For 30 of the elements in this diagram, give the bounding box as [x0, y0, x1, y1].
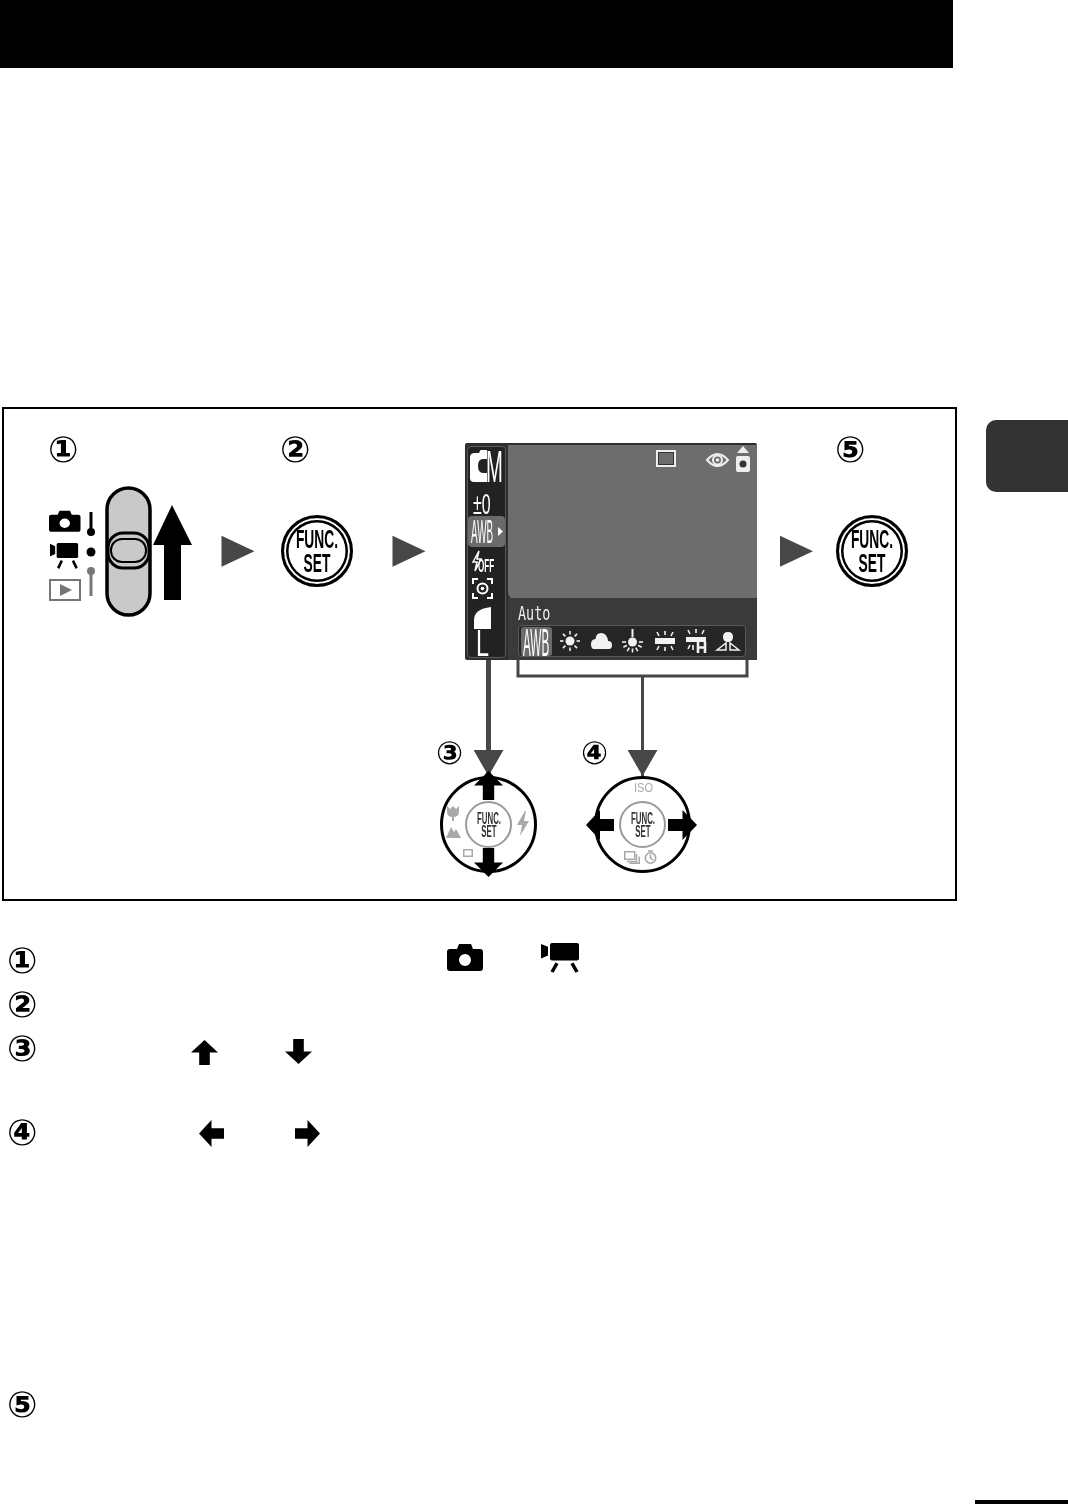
menu-column	[467, 446, 506, 658]
step-number: ①	[7, 943, 38, 979]
step-number: ④	[581, 737, 609, 769]
step-number: ②	[7, 987, 38, 1023]
bracket-arrow	[516, 658, 749, 778]
image-size-label: L	[476, 630, 489, 659]
flash-off-label: OFF	[478, 559, 495, 574]
dial-label: ISO	[634, 781, 654, 794]
awb-label: AWB	[471, 518, 494, 546]
setting-name: Auto	[518, 603, 551, 623]
section-tab	[986, 420, 1068, 492]
step-number: ⑤	[7, 1387, 38, 1423]
step-number: ⑤	[835, 432, 866, 468]
arrow	[780, 535, 813, 567]
func-set-button: FUNC. SET	[619, 801, 666, 848]
step-number: ②	[280, 432, 311, 468]
step-number: ③	[7, 1031, 38, 1067]
arrow	[392, 535, 426, 567]
setting-bar	[508, 598, 757, 660]
awb-label: AWB	[523, 627, 550, 659]
arrow	[221, 535, 255, 567]
func-set-button: FUNC. SET	[281, 515, 353, 587]
step-number: ①	[48, 432, 79, 468]
shooting-mode-label: M	[486, 449, 503, 485]
step-number: ④	[7, 1115, 38, 1151]
lcd-screen	[465, 443, 757, 660]
exposure-value: ±0	[473, 493, 491, 517]
func-set-button: FUNC. SET	[465, 801, 512, 848]
func-set-button: FUNC. SET	[836, 515, 908, 587]
step-number: ③	[436, 737, 464, 769]
